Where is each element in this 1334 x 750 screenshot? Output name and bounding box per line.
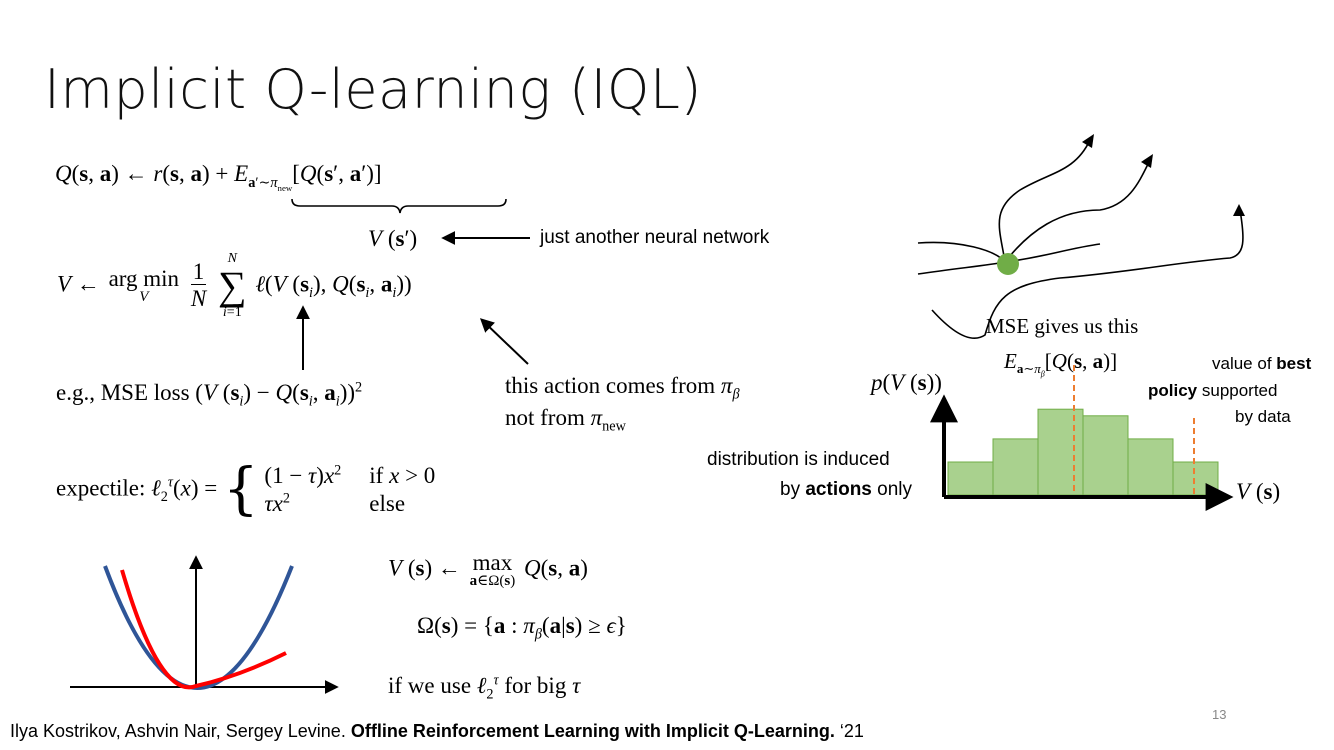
histogram-x-label: V (s): [1236, 479, 1281, 504]
histogram-bar: [1127, 438, 1174, 496]
expectile-definition: expectile: ℓ2τ(x) = { (1 − τ)x2 if x > 0…: [56, 457, 436, 522]
value-histogram: [947, 408, 1219, 496]
not-from-text: not from: [505, 405, 585, 430]
footer-year: ‘21: [839, 721, 864, 741]
value-of-text: value of: [1212, 354, 1272, 373]
policy-text: policy: [1148, 381, 1198, 400]
histogram-bar: [947, 461, 994, 496]
mse-prefix: e.g., MSE loss: [56, 380, 190, 405]
trajectory-arrowhead-2: [1141, 154, 1153, 168]
distribution-line2: by actions only: [780, 479, 912, 501]
histogram-y-label: p(V (s)): [871, 370, 942, 395]
action-source-line1: this action comes from πβ: [505, 373, 740, 403]
supported-text: supported: [1201, 381, 1278, 400]
only-text: only: [877, 479, 913, 500]
if-text: if: [369, 463, 384, 488]
trajectory-arrowhead-3: [1233, 204, 1245, 216]
histogram-bar: [1037, 408, 1084, 496]
if-we-use-text: if we use: [388, 673, 472, 698]
trajectory-1: [917, 139, 1091, 265]
else-text: else: [369, 491, 406, 516]
for-big-text: for big: [504, 673, 567, 698]
slide-title: Implicit Q-learning (IQL): [44, 58, 703, 121]
action-source-line2: not from πnew: [505, 405, 626, 435]
histogram-bar: [1082, 415, 1129, 496]
mse-gives-label: MSE gives us this: [986, 314, 1139, 338]
mse-curve: [103, 565, 294, 690]
action-diagonal-arrow: [479, 318, 529, 365]
trajectory-3: [931, 209, 1244, 339]
by-data-text: by data: [1235, 407, 1291, 426]
behavior-expectation: Ea∼πβ[Q(s, a)]: [1004, 349, 1118, 379]
histogram-bar: [1172, 461, 1219, 496]
actions-text: actions: [805, 479, 872, 500]
bellman-equation: Q(s, a) ← r(s, a) + Ea′∼πnew[Q(s′, a′)]: [55, 161, 382, 193]
state-dot: [997, 253, 1019, 275]
loss-curves-plot: [70, 555, 339, 694]
citation-footer: Ilya Kostrikov, Ashvin Nair, Sergey Levi…: [10, 721, 864, 742]
expectile-curve: [120, 569, 287, 690]
distribution-line1: distribution is induced: [707, 449, 890, 470]
footer-paper-title: Offline Reinforcement Learning with Impl…: [350, 721, 835, 741]
neural-network-note: just another neural network: [540, 227, 770, 248]
by-text: by: [780, 479, 801, 500]
action-source-text: this action comes from: [505, 373, 716, 398]
big-tau-note: if we use ℓ2τ for big τ: [388, 672, 581, 703]
expectile-label: expectile:: [56, 475, 146, 501]
best-value-line1: value of best: [1212, 354, 1311, 374]
histogram-bar: [992, 438, 1039, 496]
trajectory-2: [917, 159, 1151, 275]
trajectory-arrowhead-1: [1082, 134, 1094, 148]
v-s-prime: V (s′): [368, 226, 418, 251]
underbrace: [291, 198, 507, 214]
support-set-equation: Ω(s) = {a : πβ(a|s) ≥ ϵ}: [417, 613, 627, 643]
footer-authors: Ilya Kostrikov, Ashvin Nair, Sergey Levi…: [10, 721, 346, 741]
best-value-line2: policy supported: [1148, 381, 1277, 401]
mse-loss-example: e.g., MSE loss (V (si) − Q(si, ai))2: [56, 379, 363, 410]
trajectories: [917, 139, 1244, 339]
page-number: 13: [1212, 707, 1227, 722]
best-text: best: [1276, 354, 1312, 373]
